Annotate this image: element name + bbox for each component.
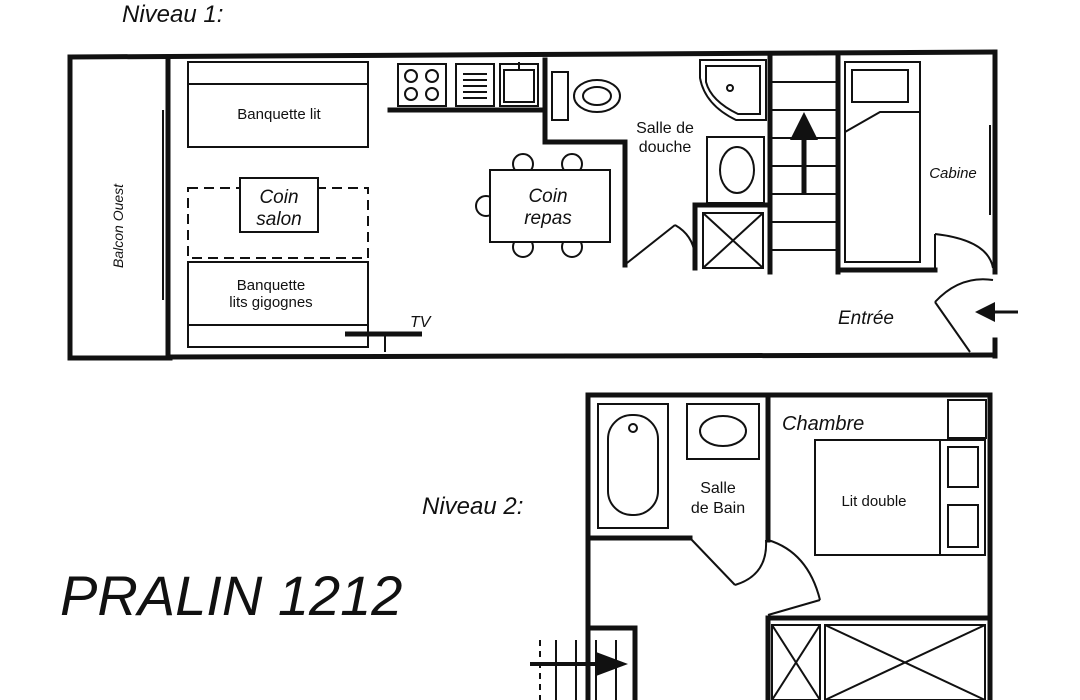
tv-label: TV xyxy=(410,314,432,331)
shower-room-label-line1: Salle de xyxy=(636,120,694,137)
bunk-sofa-label-line2: lits gigognes xyxy=(229,294,312,311)
entrance-label: Entrée xyxy=(838,308,894,329)
stairs-up-arrow-icon xyxy=(790,112,818,140)
level1-heading: Niveau 1: xyxy=(122,1,223,28)
sofa-bed: Banquette lit xyxy=(187,61,369,148)
balcony: Balcon Ouest xyxy=(110,110,164,300)
bunk-sofa-label-line1: Banquette xyxy=(237,277,305,294)
toilet xyxy=(551,71,621,121)
dining-area: Coin repas xyxy=(475,153,611,258)
cabin-label: Cabine xyxy=(929,165,977,182)
cabin: Cabine xyxy=(844,61,994,269)
bedroom-label: Chambre xyxy=(782,413,864,435)
entrance-arrow-icon xyxy=(975,302,995,322)
stairs-level2-arrow-icon xyxy=(596,652,628,676)
bedroom: Chambre Lit double xyxy=(767,399,987,616)
dining-label-line2: repas xyxy=(524,208,572,229)
entrance: Entrée xyxy=(838,278,1018,353)
level2-walls xyxy=(585,392,993,700)
shower-room: Salle de douche xyxy=(626,59,767,269)
bathroom-label-line2: de Bain xyxy=(691,500,745,517)
storage-level2 xyxy=(771,624,986,700)
kitchen xyxy=(397,62,539,107)
balcony-label: Balcon Ouest xyxy=(110,183,126,268)
tv: TV xyxy=(345,314,432,352)
apartment-title: PRALIN 1212 xyxy=(60,564,402,627)
double-bed-label: Lit double xyxy=(841,493,906,510)
bathroom: Salle de Bain xyxy=(597,403,768,586)
dining-label-line1: Coin xyxy=(528,186,567,207)
stairs-level1 xyxy=(770,81,838,251)
level1-walls xyxy=(67,49,998,361)
shower-room-label-line2: douche xyxy=(639,139,692,156)
level2-heading: Niveau 2: xyxy=(422,493,523,520)
bunk-sofa: Banquette lits gigognes xyxy=(187,261,369,348)
lounge-label-line1: Coin xyxy=(259,187,298,208)
bathroom-label-line1: Salle xyxy=(700,480,736,497)
sofa-bed-label: Banquette lit xyxy=(237,106,321,123)
lounge-corner: Coin salon xyxy=(187,177,369,259)
lounge-label-line2: salon xyxy=(256,209,301,230)
stairs-level2 xyxy=(530,640,628,700)
